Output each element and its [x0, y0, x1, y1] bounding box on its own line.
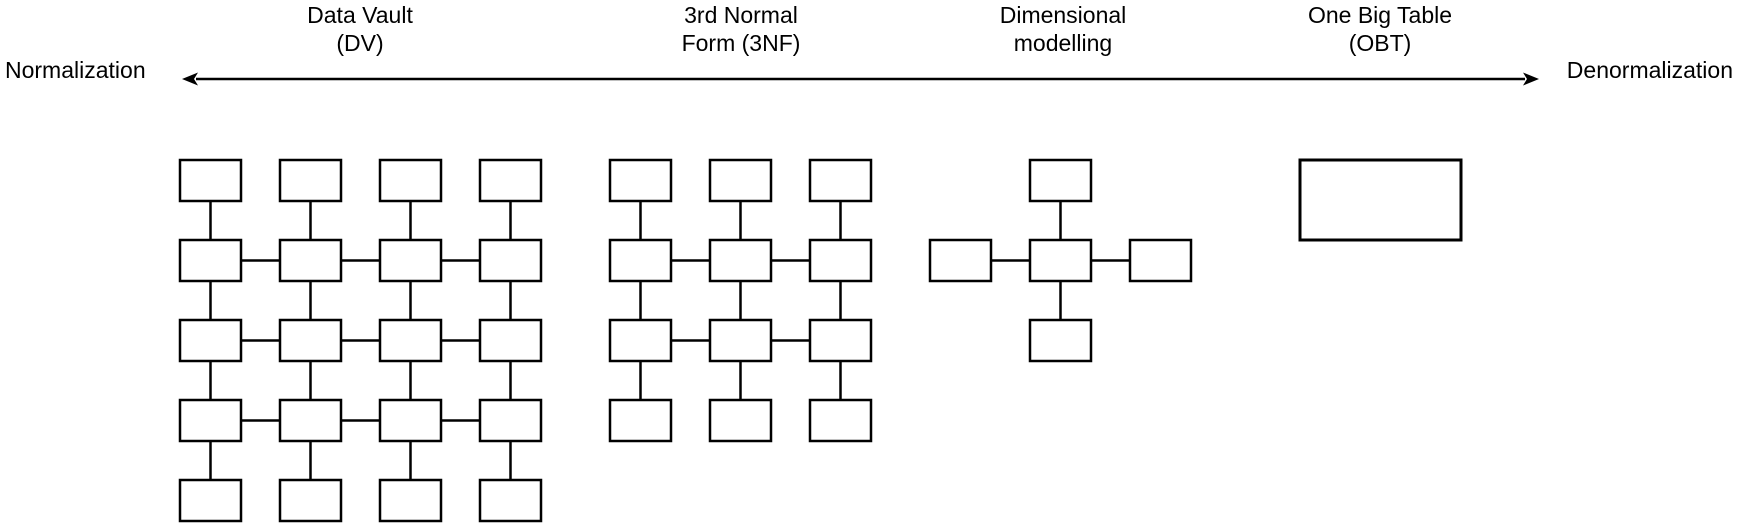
axis-label-normalization: Normalization: [5, 57, 146, 83]
third-normal-form-table-box: [808, 238, 873, 283]
data-vault-table-box: [478, 318, 543, 363]
data-vault-table-box: [178, 318, 243, 363]
third-normal-form-table-box: [708, 318, 773, 363]
dimensional-modelling-dimension-box: [1028, 158, 1093, 203]
one-big-table-table-box: [1298, 158, 1463, 242]
dimensional-modelling-dimension-box: [928, 238, 993, 283]
data-vault-table-box: [378, 398, 443, 443]
method-label-line1: Data Vault: [307, 2, 413, 28]
data-vault-table-box: [378, 478, 443, 523]
third-normal-form-table-box: [608, 158, 673, 203]
third-normal-form-table-box: [808, 398, 873, 443]
label-dimensional-modelling: Dimensional modelling: [1000, 1, 1127, 57]
third-normal-form-table-box: [708, 158, 773, 203]
data-vault-table-box: [478, 158, 543, 203]
arrowhead-right: [1523, 72, 1539, 86]
third-normal-form-table-box: [808, 318, 873, 363]
method-label-line2: (DV): [336, 30, 384, 56]
label-3nf: 3rd Normal Form (3NF): [682, 1, 801, 57]
third-normal-form-table-box: [608, 318, 673, 363]
third-normal-form-table-box: [608, 238, 673, 283]
data-vault-table-box: [178, 478, 243, 523]
data-vault-table-box: [178, 158, 243, 203]
method-label-line1: One Big Table: [1307, 2, 1453, 28]
data-vault-table-box: [278, 318, 343, 363]
data-vault-table-box: [178, 398, 243, 443]
dimensional-modelling-dimension-box: [1028, 318, 1093, 363]
third-normal-form-table-box: [608, 398, 673, 443]
arrowhead-left: [182, 72, 198, 86]
axis-label-denormalization: Denormalization: [1566, 57, 1733, 83]
method-label-line2: (OBT): [1348, 30, 1412, 56]
third-normal-form-table-box: [708, 398, 773, 443]
data-vault-table-box: [378, 158, 443, 203]
data-vault-table-box: [278, 158, 343, 203]
data-vault-table-box: [378, 318, 443, 363]
label-data-vault: Data Vault (DV): [307, 1, 413, 57]
data-vault-table-box: [478, 238, 543, 283]
third-normal-form-table-box: [708, 238, 773, 283]
method-label-line1: Dimensional: [999, 2, 1127, 28]
data-vault-table-box: [178, 238, 243, 283]
data-vault-table-box: [278, 238, 343, 283]
label-one-big-table: One Big Table (OBT): [1308, 1, 1452, 57]
data-vault-table-box: [278, 478, 343, 523]
method-label-line2: Form (3NF): [681, 30, 801, 56]
dimensional-modelling-dimension-box: [1128, 238, 1193, 283]
third-normal-form-table-box: [808, 158, 873, 203]
data-vault-table-box: [478, 398, 543, 443]
data-vault-table-box: [478, 478, 543, 523]
method-label-line1: 3rd Normal: [684, 2, 798, 28]
dimensional-modelling-fact-box: [1028, 238, 1093, 283]
data-vault-table-box: [378, 238, 443, 283]
method-label-line2: modelling: [1013, 30, 1113, 56]
data-vault-table-box: [278, 398, 343, 443]
